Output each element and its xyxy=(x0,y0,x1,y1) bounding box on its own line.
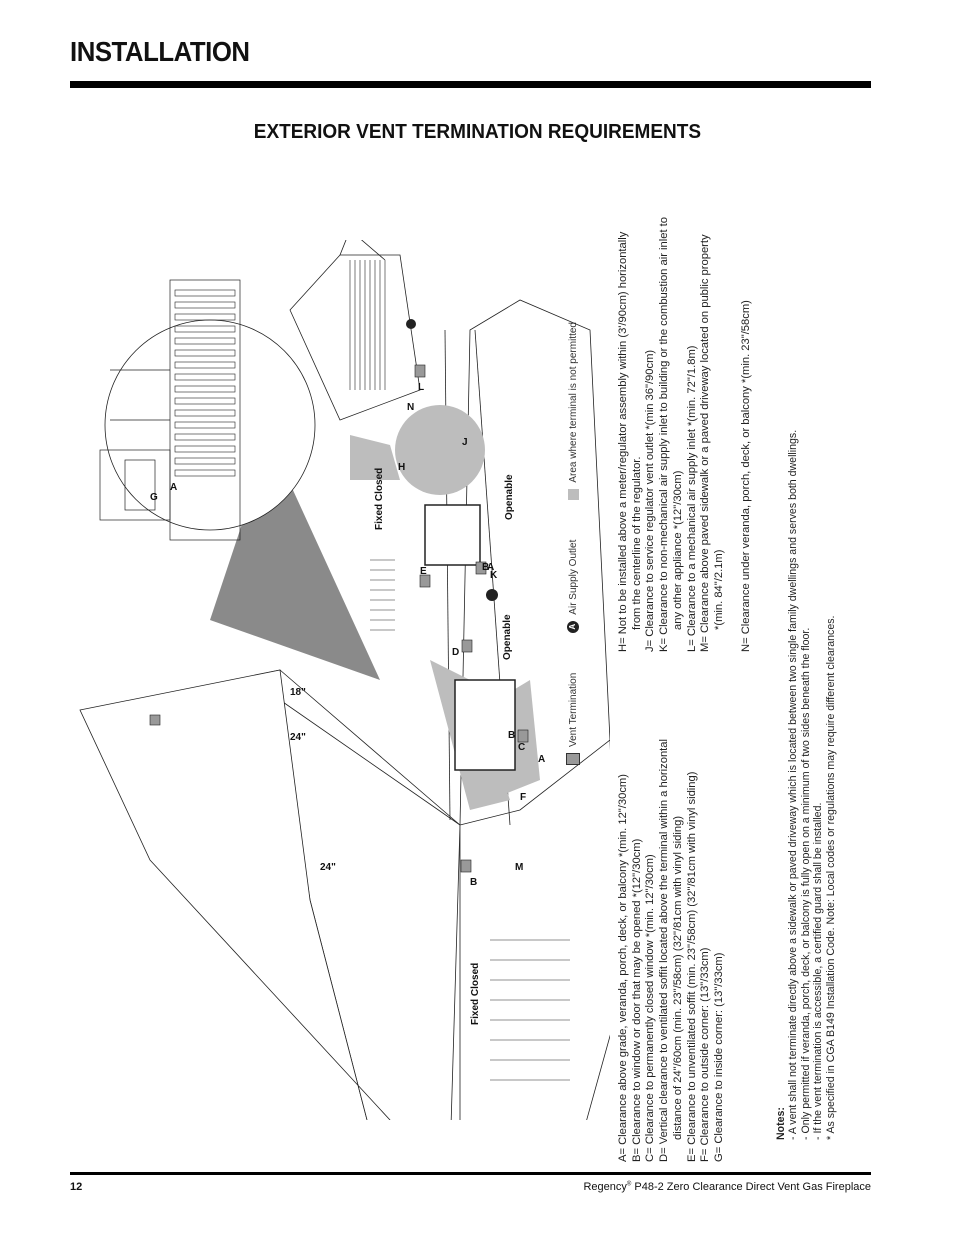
clearance-d-cont: distance of 24"/60cm (min. 23"/58cm) (32… xyxy=(671,815,684,1140)
clearance-n: N= Clearance under veranda, porch, deck,… xyxy=(740,300,753,652)
clearance-g: G= Clearance to inside corner: (13"/33cm… xyxy=(712,952,725,1162)
svg-text:Openable: Openable xyxy=(504,474,515,520)
svg-text:B: B xyxy=(470,877,477,888)
footer-product-title: Regency® P48-2 Zero Clearance Direct Ven… xyxy=(583,1181,871,1193)
legend-not-permitted: Area where terminal is not permitted xyxy=(567,322,579,500)
vent-termination-icon xyxy=(566,753,580,765)
title-rule xyxy=(70,81,871,88)
clearance-m-cont: *(min. 84"/2.1m) xyxy=(712,549,725,630)
svg-text:K: K xyxy=(490,570,498,581)
svg-text:18": 18" xyxy=(290,687,306,698)
svg-text:G: G xyxy=(150,492,158,503)
svg-text:D: D xyxy=(452,647,459,658)
clearance-c: C= Clearance to permanently closed windo… xyxy=(644,854,657,1162)
footer-product: P48-2 Zero Clearance Direct Vent Gas Fir… xyxy=(631,1181,871,1193)
registered-mark: ® xyxy=(626,1181,632,1188)
svg-text:H: H xyxy=(398,462,405,473)
note-item: - A vent shall not terminate directly ab… xyxy=(787,429,800,1140)
svg-text:A: A xyxy=(487,562,494,573)
clearances-h-to-n: H= Not to be installed above a meter/reg… xyxy=(617,217,754,652)
air-supply-outlet-icon: A xyxy=(567,620,579,633)
svg-text:A: A xyxy=(538,754,545,765)
clearance-h-cont: from the centerline of the regulator. xyxy=(630,456,643,630)
clearance-d: D= Vertical clearance to ventilated soff… xyxy=(658,739,671,1162)
notes: Notes: - A vent shall not terminate dire… xyxy=(775,430,837,1140)
clearance-a: A= Clearance above grade, veranda, porch… xyxy=(617,774,629,1162)
svg-text:J: J xyxy=(462,437,468,448)
clearances-a-to-g: A= Clearance above grade, veranda, porch… xyxy=(617,739,727,1162)
clearance-e: E= Clearance to unventilated soffit (min… xyxy=(685,771,698,1162)
clearance-b: B= Clearance to window or door that may … xyxy=(630,838,643,1162)
clearance-k: K= Clearance to non-mechanical air suppl… xyxy=(658,216,671,652)
section-title: EXTERIOR VENT TERMINATION REQUIREMENTS xyxy=(0,121,954,144)
legend-air-supply-outlet: A Air Supply Outlet xyxy=(567,540,579,633)
clearance-k-cont: any other appliance *(12"/30cm) xyxy=(671,470,684,630)
clearance-l: L= Clearance to a mechanical air supply … xyxy=(685,345,698,653)
svg-text:C: C xyxy=(518,742,525,753)
svg-text:M: M xyxy=(515,862,523,873)
svg-text:F: F xyxy=(520,792,526,803)
clearance-f: F= Clearance to outside corner: (13"/33c… xyxy=(699,947,712,1162)
vent-termination-diagram: Fixed Closed Openable Fixed Closed Opena… xyxy=(79,240,610,1120)
svg-text:Fixed Closed: Fixed Closed xyxy=(374,468,385,530)
svg-text:B: B xyxy=(482,562,489,573)
svg-text:N: N xyxy=(407,402,414,413)
footer-rule xyxy=(70,1172,871,1175)
svg-text:A: A xyxy=(170,482,177,493)
svg-text:24": 24" xyxy=(290,732,306,743)
note-item: - If the vent termination is accessible,… xyxy=(812,802,825,1140)
svg-text:L: L xyxy=(418,382,424,393)
spacer xyxy=(727,217,741,652)
restricted-area-swatch-icon xyxy=(567,488,579,500)
notes-heading: Notes: xyxy=(775,1107,787,1140)
svg-text:E: E xyxy=(420,566,427,577)
footer-brand: Regency xyxy=(583,1181,627,1193)
svg-text:24": 24" xyxy=(320,862,336,873)
legend-not-permitted-label: Area where terminal is not permitted xyxy=(567,322,579,483)
page-title: INSTALLATION xyxy=(70,36,250,67)
section-title-text: EXTERIOR VENT TERMINATION REQUIREMENTS xyxy=(253,121,701,143)
svg-text:Openable: Openable xyxy=(502,614,513,660)
legend-vent-termination-label: Vent Termination xyxy=(567,672,579,747)
label-fixed-closed-1: Fixed Closed xyxy=(470,963,481,1025)
diagram-legend: Vent Termination A Air Supply Outlet Are… xyxy=(566,282,580,765)
note-item: - Only permitted if veranda, porch, deck… xyxy=(799,627,812,1140)
note-item: * As specified in CGA B149 Installation … xyxy=(824,615,837,1141)
page-number: 12 xyxy=(70,1181,83,1193)
svg-text:B: B xyxy=(508,730,515,741)
clearance-m: M= Clearance above paved sidewalk or a p… xyxy=(699,234,712,652)
clearance-h: H= Not to be installed above a meter/reg… xyxy=(617,231,629,652)
clearance-j: J= Clearance to service regulator vent o… xyxy=(644,349,657,652)
legend-air-supply-label: Air Supply Outlet xyxy=(567,539,579,615)
legend-vent-termination: Vent Termination xyxy=(566,673,580,765)
